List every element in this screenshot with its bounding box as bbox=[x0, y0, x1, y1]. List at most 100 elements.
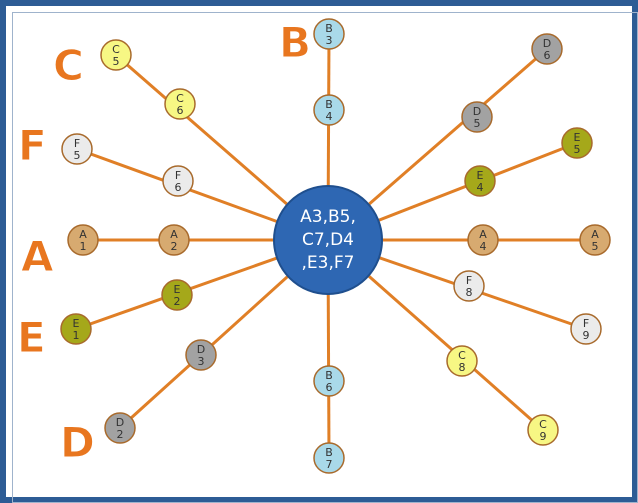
node-number-d2: 2 bbox=[117, 428, 124, 441]
node-circle-a5 bbox=[579, 224, 611, 256]
node-f5: F5 bbox=[61, 133, 93, 165]
node-number-d5: 5 bbox=[474, 117, 481, 130]
node-circle-f9 bbox=[570, 313, 602, 345]
node-a4: A4 bbox=[467, 224, 499, 256]
group-label-a: A bbox=[21, 232, 54, 281]
node-number-e1: 1 bbox=[73, 329, 80, 342]
node-number-d3: 3 bbox=[198, 355, 205, 368]
node-number-a4: 4 bbox=[480, 240, 487, 253]
hub-node: A3,B5, C7,D4 ,E3,F7 bbox=[273, 185, 383, 295]
node-e1: E1 bbox=[60, 313, 92, 345]
node-letter-b3: B bbox=[325, 22, 333, 35]
node-letter-b4: B bbox=[325, 98, 333, 111]
node-circle-d6 bbox=[531, 33, 563, 65]
group-label-c: C bbox=[53, 41, 84, 90]
node-number-f9: 9 bbox=[583, 329, 590, 342]
hub-line-2: C7,D4 bbox=[302, 230, 354, 250]
node-letter-d5: D bbox=[473, 105, 481, 118]
node-letter-e2: E bbox=[174, 283, 181, 296]
node-number-f8: 8 bbox=[466, 286, 473, 299]
group-labels: B C F A E D bbox=[17, 18, 312, 468]
node-f6: F6 bbox=[162, 165, 194, 197]
node-letter-f6: F bbox=[175, 169, 181, 182]
node-circle-c8 bbox=[446, 345, 478, 377]
node-letter-c5: C bbox=[112, 43, 120, 56]
node-letter-e1: E bbox=[73, 317, 80, 330]
node-a1: A1 bbox=[67, 224, 99, 256]
node-b4: B4 bbox=[313, 94, 345, 126]
node-circle-c6 bbox=[164, 88, 196, 120]
node-e4: E4 bbox=[464, 165, 496, 197]
node-a5: A5 bbox=[579, 224, 611, 256]
node-circle-e5 bbox=[561, 127, 593, 159]
group-label-d: D bbox=[60, 418, 95, 467]
node-circle-e1 bbox=[60, 313, 92, 345]
node-f9: F9 bbox=[570, 313, 602, 345]
node-circle-b7 bbox=[313, 442, 345, 474]
node-circle-e2 bbox=[161, 279, 193, 311]
node-circle-c5 bbox=[100, 39, 132, 71]
node-e5: E5 bbox=[561, 127, 593, 159]
nodes-layer: A1A2A4A5B3B4B6B7C5C6C8C9D2D3D5D6E1E2E4E5… bbox=[60, 18, 611, 474]
node-number-c5: 5 bbox=[113, 55, 120, 68]
node-circle-d2 bbox=[104, 412, 136, 444]
node-d6: D6 bbox=[531, 33, 563, 65]
node-d2: D2 bbox=[104, 412, 136, 444]
node-circle-a2 bbox=[158, 224, 190, 256]
hub-line-1: A3,B5, bbox=[300, 207, 356, 227]
node-number-e2: 2 bbox=[174, 295, 181, 308]
node-b7: B7 bbox=[313, 442, 345, 474]
node-number-d6: 6 bbox=[544, 49, 551, 62]
group-label-f: F bbox=[18, 121, 47, 170]
node-d5: D5 bbox=[461, 101, 493, 133]
node-letter-a4: A bbox=[479, 228, 487, 241]
hub-circle bbox=[273, 185, 383, 295]
node-number-e5: 5 bbox=[574, 143, 581, 156]
node-circle-d3 bbox=[185, 339, 217, 371]
node-letter-d2: D bbox=[116, 416, 124, 429]
group-label-b: B bbox=[279, 18, 311, 67]
node-letter-d6: D bbox=[543, 37, 551, 50]
node-circle-a1 bbox=[67, 224, 99, 256]
node-circle-f6 bbox=[162, 165, 194, 197]
node-c8: C8 bbox=[446, 345, 478, 377]
node-circle-a4 bbox=[467, 224, 499, 256]
node-number-a1: 1 bbox=[80, 240, 87, 253]
node-number-b7: 7 bbox=[326, 458, 333, 471]
node-letter-a2: A bbox=[170, 228, 178, 241]
node-number-c6: 6 bbox=[177, 104, 184, 117]
node-letter-f5: F bbox=[74, 137, 80, 150]
node-circle-f8 bbox=[453, 270, 485, 302]
node-circle-b6 bbox=[313, 365, 345, 397]
node-letter-b6: B bbox=[325, 369, 333, 382]
node-letter-a5: A bbox=[591, 228, 599, 241]
node-number-c9: 9 bbox=[540, 430, 547, 443]
node-number-c8: 8 bbox=[459, 361, 466, 374]
node-letter-f9: F bbox=[583, 317, 589, 330]
node-number-b4: 4 bbox=[326, 110, 333, 123]
node-letter-f8: F bbox=[466, 274, 472, 287]
node-c6: C6 bbox=[164, 88, 196, 120]
node-circle-f5 bbox=[61, 133, 93, 165]
node-circle-d5 bbox=[461, 101, 493, 133]
node-circle-b4 bbox=[313, 94, 345, 126]
node-circle-b3 bbox=[313, 18, 345, 50]
node-circle-e4 bbox=[464, 165, 496, 197]
node-letter-e5: E bbox=[574, 131, 581, 144]
node-f8: F8 bbox=[453, 270, 485, 302]
node-letter-c9: C bbox=[539, 418, 547, 431]
node-letter-c6: C bbox=[176, 92, 184, 105]
node-number-b3: 3 bbox=[326, 34, 333, 47]
hub-line-3: ,E3,F7 bbox=[302, 253, 355, 273]
node-circle-c9 bbox=[527, 414, 559, 446]
node-letter-c8: C bbox=[458, 349, 466, 362]
node-c9: C9 bbox=[527, 414, 559, 446]
node-number-e4: 4 bbox=[477, 181, 484, 194]
node-number-a5: 5 bbox=[592, 240, 599, 253]
node-d3: D3 bbox=[185, 339, 217, 371]
node-letter-a1: A bbox=[79, 228, 87, 241]
node-letter-b7: B bbox=[325, 446, 333, 459]
node-a2: A2 bbox=[158, 224, 190, 256]
node-number-b6: 6 bbox=[326, 381, 333, 394]
